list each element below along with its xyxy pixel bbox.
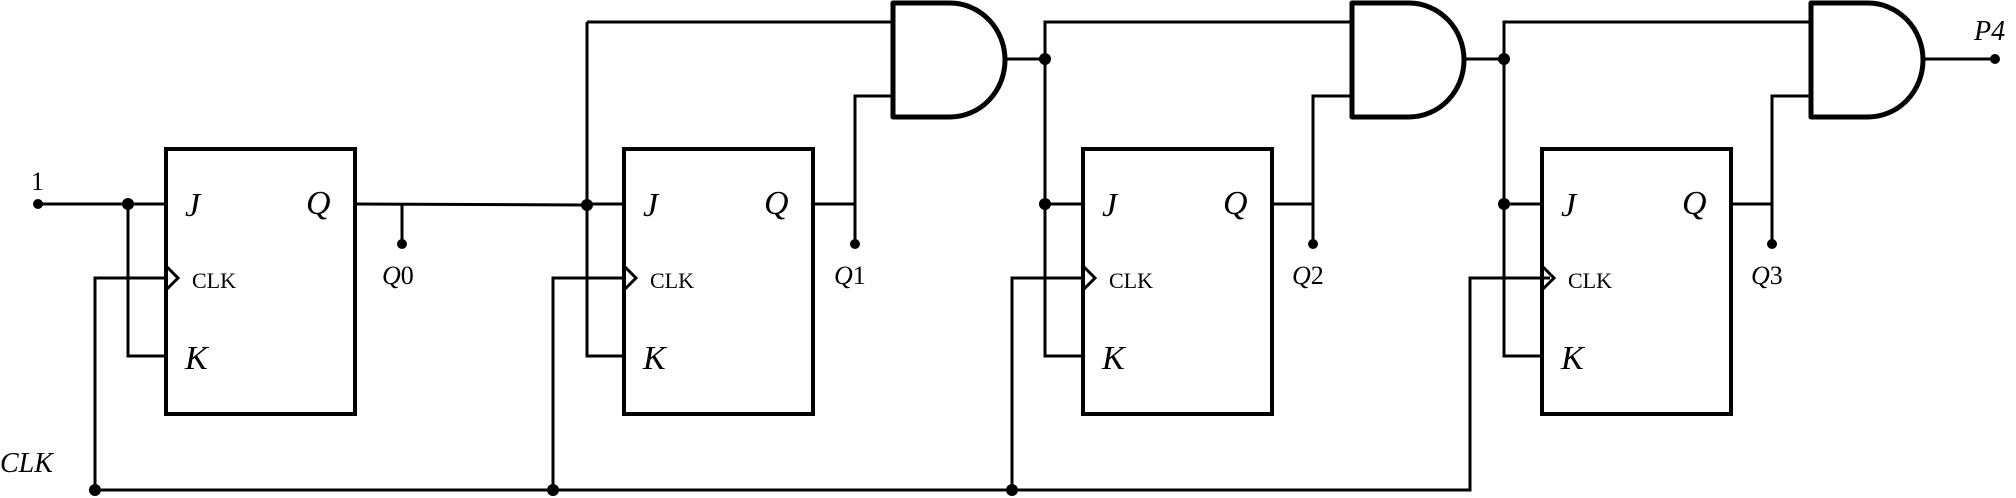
and-gate-2-input-a — [1043, 20, 1352, 59]
and-gate-3 — [1808, 0, 1926, 120]
constant-input-label: 1 — [31, 167, 44, 196]
clock-branch-3 — [1010, 276, 1083, 490]
j-pin-label: J — [643, 187, 660, 224]
q2-label: Q2 — [1292, 261, 1324, 290]
q-pin-label: Q — [1223, 185, 1248, 222]
p4-label: P4 — [1973, 16, 2005, 47]
q0-output-terminal — [397, 239, 407, 249]
jk-flipflop-3: J Q CLK K — [1540, 147, 1733, 416]
q3-wire — [1731, 94, 1811, 206]
q3-label: Q3 — [1751, 261, 1783, 290]
clock-input-label: CLK — [0, 448, 54, 479]
clock-edge-marker — [1081, 264, 1098, 292]
flipflop-body — [164, 147, 357, 416]
jk-tie-2 — [585, 22, 624, 358]
clock-edge-marker — [1540, 264, 1557, 292]
clock-branch-2 — [551, 276, 624, 490]
clock-bus — [95, 276, 1550, 492]
jk-flipflop-1: J Q CLK K — [622, 147, 815, 416]
q1-output-terminal — [850, 239, 860, 249]
jk-flipflop-2: J Q CLK K — [1081, 147, 1274, 416]
j-pin-label: J — [1561, 187, 1578, 224]
clock-edge-marker — [164, 264, 181, 292]
jk-tie-4 — [1502, 59, 1542, 358]
q1-wire — [813, 94, 893, 206]
and-gate-3-input-a — [1502, 20, 1811, 59]
jk-tie-1 — [126, 204, 166, 358]
clk-pin-label: CLK — [650, 268, 694, 293]
q-pin-label: Q — [306, 185, 331, 222]
and-gate-2 — [1349, 0, 1467, 120]
k-pin-label: K — [1101, 340, 1127, 377]
j-pin-label: J — [185, 187, 202, 224]
jk-tie-3 — [1043, 59, 1083, 358]
clock-edge-marker — [622, 264, 639, 292]
clk-pin-label: CLK — [1568, 268, 1612, 293]
q3-output-terminal — [1767, 239, 1777, 249]
j-pin-label: J — [1102, 187, 1119, 224]
q1-label: Q1 — [834, 261, 866, 290]
clock-branch-1 — [93, 276, 166, 490]
q0-wire — [354, 202, 588, 207]
k-pin-label: K — [184, 340, 210, 377]
k-pin-label: K — [1560, 340, 1586, 377]
jk-flipflop-0: J Q CLK K — [164, 147, 357, 416]
flipflop-body — [1540, 147, 1733, 416]
k-pin-label: K — [642, 340, 668, 377]
q-pin-label: Q — [1682, 185, 1707, 222]
q-pin-label: Q — [764, 185, 789, 222]
flipflop-body — [1081, 147, 1274, 416]
q2-wire — [1272, 94, 1352, 206]
clk-pin-label: CLK — [192, 268, 236, 293]
flipflop-body — [622, 147, 815, 416]
and-gate-1 — [890, 0, 1008, 120]
q2-output-terminal — [1308, 239, 1318, 249]
q0-label: Q0 — [382, 261, 414, 290]
clk-pin-label: CLK — [1109, 268, 1153, 293]
p4-output-terminal — [1990, 54, 2000, 64]
